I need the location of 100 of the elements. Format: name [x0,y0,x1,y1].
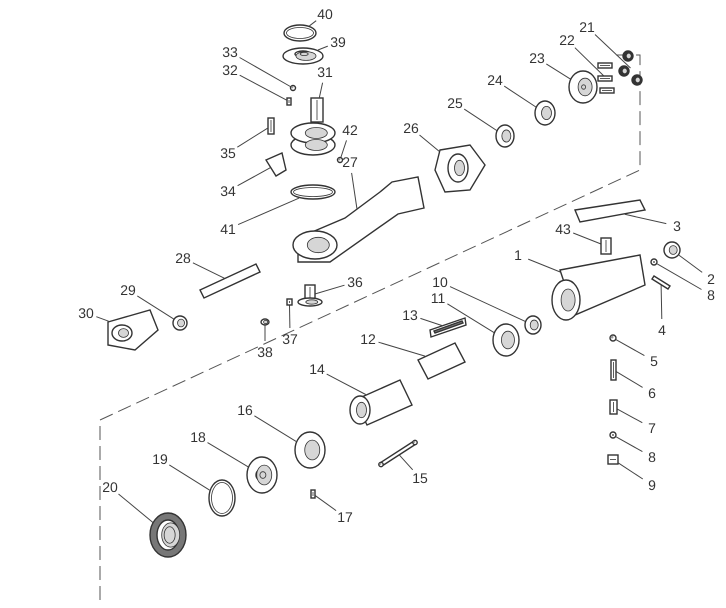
spring-drawing [286,97,292,106]
screw-set-drawing [618,50,643,86]
leader-line [168,464,210,491]
o-ring-drawing [208,479,236,517]
callout-number: 26 [403,120,419,136]
callout-number: 37 [282,331,298,347]
leader-line [254,415,297,442]
cylinder-drawing [349,379,413,426]
leader-line [420,318,442,326]
bearing-drawing [246,456,278,494]
washer-drawing [282,47,324,65]
valve-pin-drawing [600,237,612,255]
callout-number: 40 [317,6,333,22]
wave-washer-drawing [290,184,336,200]
snap-ring-drawing [283,24,317,42]
ratchet-head-drawing [292,176,425,263]
leader-line [314,284,345,294]
washer-drawing [609,334,617,342]
leader-line [96,316,110,322]
ball-drawing [290,84,296,92]
callout-number: 34 [220,183,236,199]
leader-line [528,258,561,272]
callout-number: 2 [707,271,715,287]
bearing-drawing [524,315,542,335]
o-ring-drawing [609,431,617,439]
callout-number: 11 [430,290,446,306]
callout-number: 29 [120,282,136,298]
bushing-drawing [172,315,188,331]
leader-line [289,305,290,328]
leader-line [624,214,667,224]
callout-number: 33 [222,44,238,60]
pin-drawing [267,117,275,135]
leader-line [450,286,526,322]
rotor-drawing [417,342,466,380]
callout-number: 20 [102,479,118,495]
o-ring-drawing [650,258,658,266]
leader-line [419,134,440,152]
callout-number: 39 [330,34,346,50]
callout-number: 3 [673,218,681,234]
housing-drawing [551,254,646,321]
leader-line [318,46,328,50]
shaft-drawing [199,263,261,299]
callout-number: 19 [152,451,168,467]
leader-line [136,295,174,320]
leader-line [656,263,702,290]
leader-line [446,303,495,334]
end-cap-drawing [568,70,598,104]
callout-number: 8 [707,287,715,303]
end-plate-drawing [492,323,520,357]
pawl-drawing [264,152,287,177]
pin-drawing [378,440,418,468]
callout-number: 27 [342,154,358,170]
pin-set-drawing [597,62,615,94]
callout-number: 25 [447,95,463,111]
leader-line [238,198,300,226]
leader-line [326,374,366,395]
spring-drawing [286,298,293,306]
bushing-drawing [495,124,515,148]
callout-number: 4 [658,322,666,338]
leader-line [678,254,703,273]
pin-drawing [310,489,316,499]
callout-number: 7 [648,420,656,436]
leader-line [207,442,249,468]
plunger-drawing [260,318,270,326]
leader-line [378,342,426,357]
spring-drawing [609,399,618,415]
callout-number: 42 [342,122,358,138]
nut-drawing [434,144,486,193]
leader-line [239,57,291,87]
leader-line [616,339,645,356]
callout-number: 22 [559,32,575,48]
leader-line [318,82,324,98]
leader-line [118,494,154,523]
valve-stem-drawing [610,359,617,381]
callout-number: 6 [648,385,656,401]
leader-line [239,74,287,101]
leader-line [618,462,644,480]
leader-line [192,262,225,279]
ratchet-yoke-drawing [290,97,336,156]
leader-line [237,167,271,186]
leader-line [399,454,414,470]
leader-line [340,140,347,158]
leader-line [574,47,604,76]
callout-number: 12 [360,331,376,347]
callout-number: 43 [555,221,571,237]
callout-number: 36 [347,274,363,290]
callout-number: 9 [648,477,656,493]
pawl-post-drawing [297,284,323,307]
callout-number: 10 [432,274,448,290]
callout-number: 28 [175,250,191,266]
leader-line [504,86,536,108]
callout-number: 15 [412,470,428,486]
leader-line [594,34,631,68]
callout-number: 14 [309,361,325,377]
callout-number: 16 [237,402,253,418]
callout-number: 31 [317,64,333,80]
leader-line [546,63,571,80]
callout-number: 24 [487,72,503,88]
leader-line [616,436,643,452]
leader-line [572,232,602,244]
